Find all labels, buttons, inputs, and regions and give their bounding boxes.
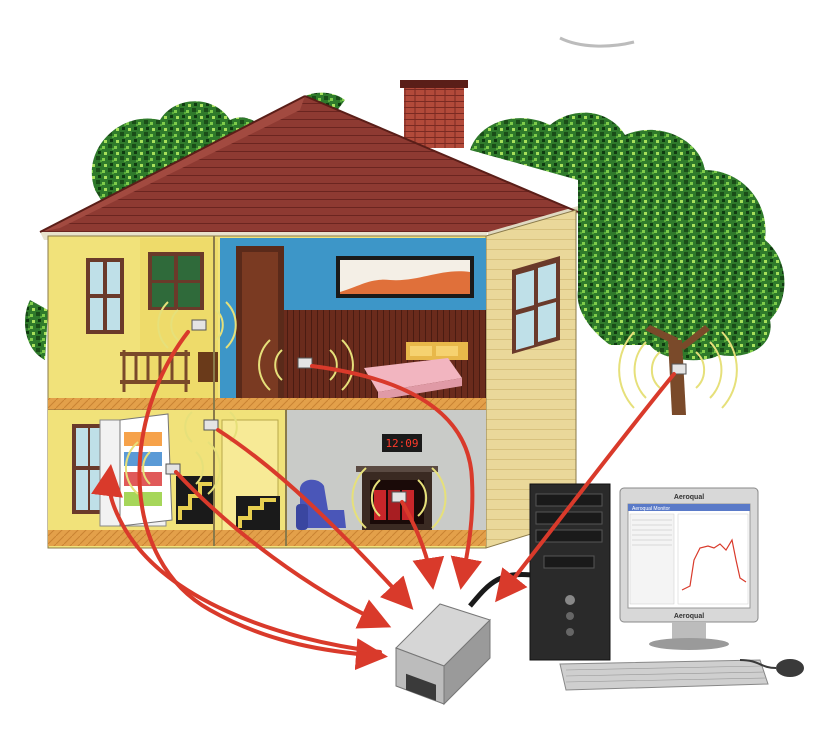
digital-clock: 12:09	[382, 434, 422, 452]
monitor-table	[629, 513, 675, 605]
arrow-stairs-to-receiver	[216, 428, 414, 610]
armchair	[296, 479, 346, 530]
arrow-kitchen-to-fridge	[91, 464, 382, 654]
sensor-bedroom	[297, 357, 313, 369]
arrow-bedroom-to-receiver	[310, 364, 483, 590]
monitor-brand-bottom: Aeroqual	[674, 613, 704, 620]
nursery-room	[120, 238, 218, 400]
arrow-nursery-to-receiver	[137, 330, 388, 671]
sensor-stairs	[203, 419, 219, 431]
signal-bedroom	[258, 339, 354, 391]
sensors	[165, 319, 687, 503]
stair-cabinet	[176, 476, 216, 524]
tree-right	[470, 112, 785, 415]
arrow-fireplace-to-receiver	[400, 500, 445, 590]
chimney	[400, 80, 468, 148]
sensor-kitchen	[165, 463, 181, 475]
signal-kitchen	[124, 441, 222, 495]
refrigerator	[99, 413, 173, 527]
signal-tree	[618, 331, 738, 409]
wall-painting	[336, 256, 474, 298]
signal-arrows	[91, 330, 676, 671]
signal-rings	[124, 301, 738, 529]
arrow-tree-to-receiver	[495, 372, 676, 603]
monitor: Aeroqual Aeroqual Monitor Aeroqual	[619, 487, 759, 650]
kitchen-room	[48, 410, 216, 544]
clock-time: 12:09	[385, 437, 418, 450]
computer-tower	[529, 483, 611, 661]
signal-fireplace	[351, 467, 447, 529]
keyboard	[559, 659, 769, 691]
living-room: 12:09	[286, 410, 486, 544]
arrow-kitchen-to-receiver	[174, 470, 392, 629]
signal-nursery	[157, 301, 237, 349]
ground-floor	[48, 530, 486, 546]
hallway-room	[214, 410, 286, 544]
monitor-brand-top: Aeroqual	[674, 494, 704, 501]
mouse	[739, 659, 804, 677]
upper-floor	[48, 398, 486, 410]
monitor-graph	[677, 513, 749, 605]
sensor-tree	[671, 363, 687, 375]
side-window	[512, 256, 560, 354]
decorative-stroke	[559, 36, 635, 48]
sensor-nursery	[191, 319, 207, 331]
left-upper-window	[86, 258, 124, 334]
sensor-fireplace	[391, 491, 407, 503]
data-logger-receiver	[395, 572, 541, 706]
monitor-window-title: Aeroqual Monitor	[632, 506, 670, 512]
